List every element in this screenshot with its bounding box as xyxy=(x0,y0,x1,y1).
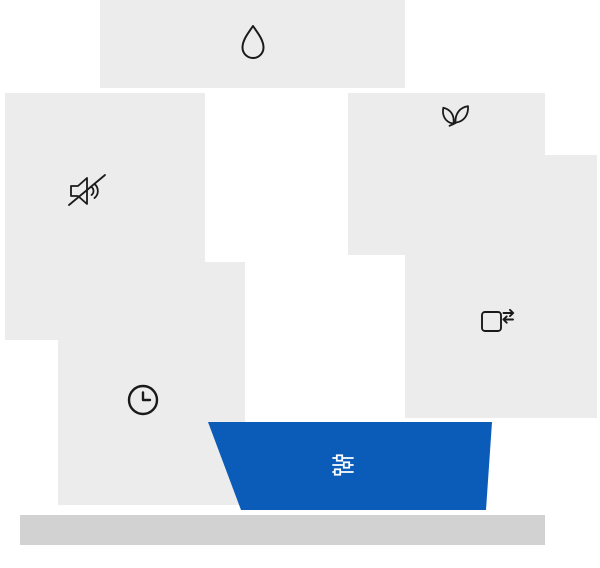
tile-settings[interactable] xyxy=(208,422,492,510)
tile-device-swap[interactable] xyxy=(405,155,597,418)
bottom-bar xyxy=(20,515,545,545)
tile-timer[interactable] xyxy=(58,262,245,505)
eco-leaves-icon xyxy=(437,94,473,130)
speaker-muted-icon xyxy=(66,172,108,210)
device-swap-icon xyxy=(477,304,517,338)
water-drop-icon xyxy=(238,23,268,65)
clock-icon xyxy=(125,382,161,418)
sliders-icon xyxy=(328,450,358,480)
tile-water[interactable] xyxy=(100,0,405,88)
